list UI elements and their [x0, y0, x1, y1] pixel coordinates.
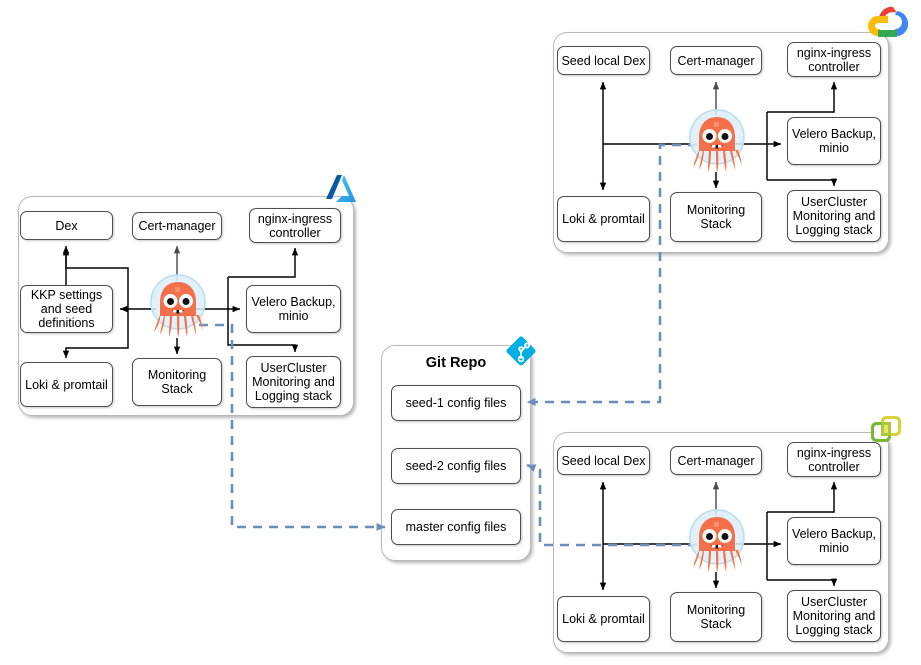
kubermatic-octopus-icon: [150, 274, 206, 338]
node-azure-nginx-ingress[interactable]: nginx-ingress controller: [249, 208, 341, 243]
node-azure-dex[interactable]: Dex: [20, 211, 113, 240]
google-cloud-logo: [868, 6, 909, 37]
node-vsphere-nginx-ingress[interactable]: nginx-ingress controller: [787, 442, 881, 477]
node-gcp-cert-manager[interactable]: Cert-manager: [670, 46, 762, 75]
node-gcp-nginx-ingress[interactable]: nginx-ingress controller: [787, 42, 881, 77]
node-azure-velero[interactable]: Velero Backup, minio: [246, 285, 341, 333]
node-vsphere-loki[interactable]: Loki & promtail: [557, 596, 650, 642]
git-logo: [506, 336, 536, 366]
node-vsphere-seed-local-dex[interactable]: Seed local Dex: [557, 446, 650, 475]
kubermatic-octopus-icon: [689, 109, 745, 173]
node-azure-kkp-settings[interactable]: KKP settings and seed definitions: [20, 285, 113, 333]
node-vsphere-cert-manager[interactable]: Cert-manager: [670, 446, 762, 475]
azure-logo: [326, 175, 356, 202]
git-item-seed-1[interactable]: seed-1 config files: [391, 385, 521, 421]
node-vsphere-usercluster[interactable]: UserCluster Monitoring and Logging stack: [787, 590, 881, 642]
vsphere-logo: [871, 416, 901, 442]
git-repo-title: Git Repo: [425, 355, 487, 371]
node-gcp-loki[interactable]: Loki & promtail: [557, 196, 650, 242]
git-item-master[interactable]: master config files: [391, 509, 521, 545]
kubermatic-octopus-icon: [689, 509, 745, 573]
node-gcp-monitoring[interactable]: Monitoring Stack: [670, 192, 762, 242]
node-vsphere-velero[interactable]: Velero Backup, minio: [787, 517, 881, 565]
node-azure-monitoring[interactable]: Monitoring Stack: [132, 358, 222, 406]
node-gcp-velero[interactable]: Velero Backup, minio: [787, 117, 881, 165]
node-gcp-seed-local-dex[interactable]: Seed local Dex: [557, 46, 650, 75]
git-item-seed-2[interactable]: seed-2 config files: [391, 448, 521, 484]
node-azure-usercluster[interactable]: UserCluster Monitoring and Logging stack: [246, 356, 341, 408]
node-azure-loki[interactable]: Loki & promtail: [20, 362, 113, 407]
node-azure-cert-manager[interactable]: Cert-manager: [132, 212, 222, 240]
node-vsphere-monitoring[interactable]: Monitoring Stack: [670, 592, 762, 642]
node-gcp-usercluster[interactable]: UserCluster Monitoring and Logging stack: [787, 190, 881, 242]
